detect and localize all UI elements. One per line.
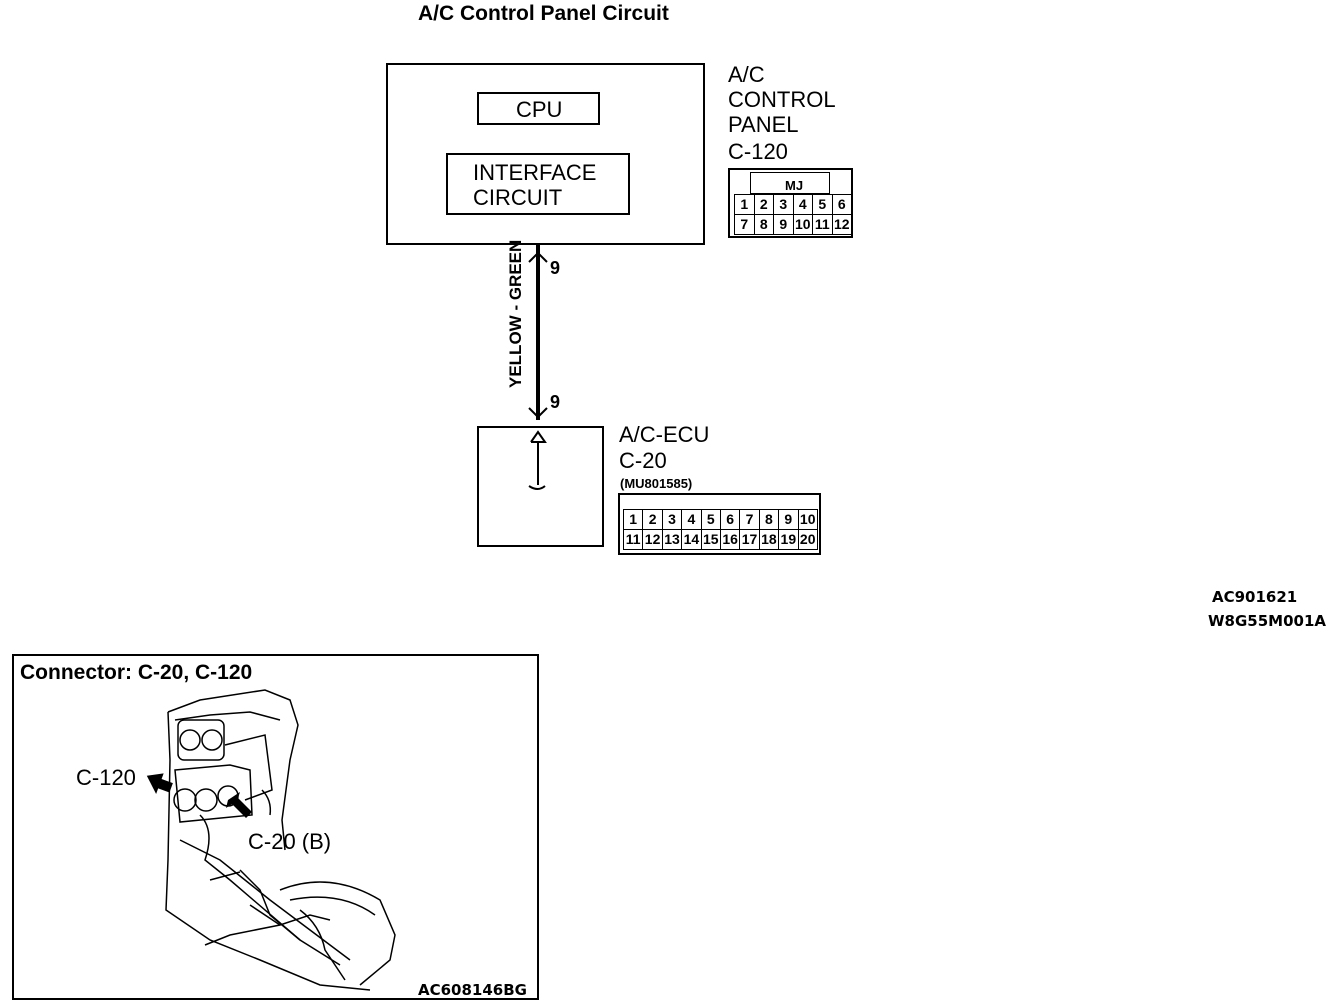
c20-pin: 12 — [643, 530, 663, 549]
c20-pin: 2 — [643, 510, 663, 530]
c20-pin: 20 — [799, 530, 818, 549]
wire-pin-top: 9 — [550, 258, 561, 278]
locator-label-c120: C-120 — [76, 765, 136, 790]
ecu-part-number: (MU801585) — [620, 476, 693, 491]
panel-name-line1: A/C — [728, 62, 765, 87]
c120-pin: 4 — [793, 195, 813, 215]
c120-pin: 12 — [833, 215, 852, 234]
interface-label-line1: INTERFACE — [473, 160, 597, 185]
ecu-name: A/C-ECU — [619, 422, 710, 447]
connector-locator-box — [12, 654, 539, 1000]
c20-pin: 1 — [624, 510, 644, 530]
c20-pin: 11 — [624, 530, 644, 549]
c20-pin: 8 — [759, 510, 780, 530]
c20-pin: 5 — [701, 510, 721, 530]
c120-pin: 1 — [735, 195, 755, 215]
c20-pin: 13 — [663, 530, 683, 549]
ecu-ground-symbol — [528, 485, 546, 490]
ecu-connector-id: C-20 — [619, 448, 667, 473]
c20-pin: 19 — [779, 530, 799, 549]
c120-tag: MJ — [785, 178, 804, 193]
interface-label-line2: CIRCUIT — [473, 185, 563, 210]
c20-arrow — [226, 792, 252, 818]
c120-pin: 11 — [813, 215, 833, 234]
c20-pin: 9 — [779, 510, 799, 530]
c120-pin: 5 — [813, 195, 833, 215]
wire-color-label: YELLOW - GREEN — [506, 239, 525, 388]
panel-name-line2: CONTROL — [728, 87, 836, 112]
c20-pin: 7 — [740, 510, 760, 530]
panel-name-line3: PANEL — [728, 112, 799, 137]
locator-header: Connector: C-20, C-120 — [20, 661, 253, 684]
wire-bottom-terminal-symbol — [528, 407, 548, 419]
wire-pin-bottom: 9 — [550, 392, 561, 412]
c20-pin: 14 — [682, 530, 702, 549]
c120-pin: 6 — [832, 195, 852, 215]
c20-pin: 18 — [760, 530, 780, 549]
c20-pin: 16 — [721, 530, 741, 549]
c120-connector-face: MJ 1 2 3 4 5 6 7 8 9 10 11 12 — [728, 168, 853, 238]
c120-key — [750, 172, 830, 194]
c120-pin: 8 — [755, 215, 774, 234]
c20-connector-face: 1 2 3 4 5 6 7 8 9 10 11 12 13 14 15 16 1… — [618, 493, 821, 555]
diagram-title: A/C Control Panel Circuit — [418, 2, 669, 25]
interface-circuit-box: INTERFACE CIRCUIT — [446, 153, 630, 215]
c20-pin-grid: 1 2 3 4 5 6 7 8 9 10 11 12 13 14 15 16 1… — [623, 509, 818, 550]
reference-code-1: AC901621 — [1212, 588, 1298, 606]
cpu-box: CPU — [477, 92, 600, 125]
locator-label-c20: C-20 (B) — [248, 829, 332, 854]
c120-pin: 10 — [794, 215, 813, 234]
c120-pin: 9 — [774, 215, 794, 234]
c20-pin: 10 — [798, 510, 818, 530]
c120-arrow — [146, 773, 173, 795]
c20-pin: 6 — [720, 510, 741, 530]
c20-pin: 4 — [682, 510, 702, 530]
c120-pin-grid: 1 2 3 4 5 6 7 8 9 10 11 12 — [734, 194, 852, 235]
locator-figure-code: AC608146BG — [418, 981, 527, 999]
c120-pin: 7 — [735, 215, 755, 234]
c20-pin: 17 — [740, 530, 760, 549]
wire-top-terminal-symbol — [528, 251, 548, 263]
reference-code-2: W8G55M001A — [1208, 612, 1327, 630]
c120-pin: 3 — [774, 195, 794, 215]
panel-connector-id: C-120 — [728, 139, 788, 164]
ecu-box — [477, 426, 604, 547]
cpu-label: CPU — [516, 97, 563, 122]
c120-pin: 2 — [754, 195, 774, 215]
c20-pin: 3 — [662, 510, 683, 530]
console-sketch — [165, 689, 396, 991]
c20-pin: 15 — [702, 530, 721, 549]
